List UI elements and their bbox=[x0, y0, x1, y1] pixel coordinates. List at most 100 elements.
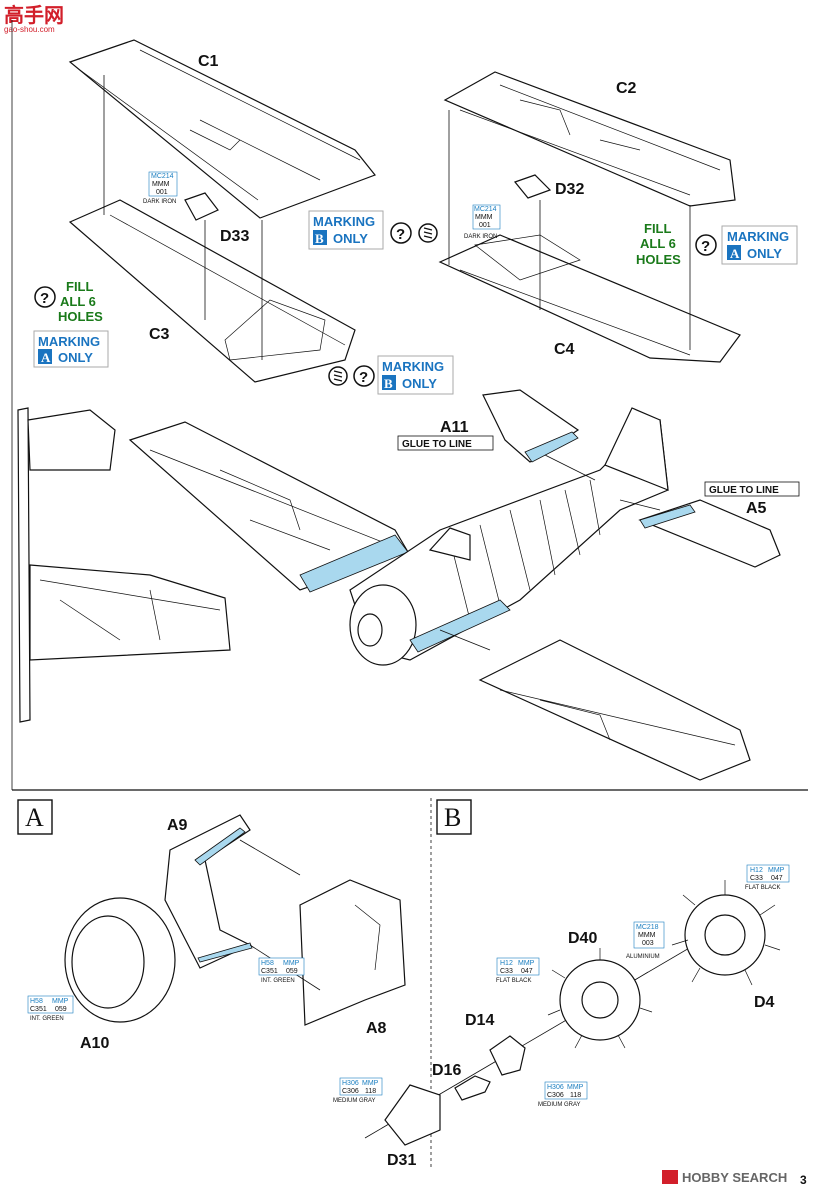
label-d4: D4 bbox=[754, 994, 775, 1011]
drill-icons-top-center: ? bbox=[390, 222, 438, 244]
callout-gunze: C351 bbox=[261, 968, 278, 975]
side-view-tail bbox=[27, 409, 116, 471]
label-d32: D32 bbox=[555, 181, 584, 198]
marking-text: MARKING bbox=[38, 334, 100, 349]
only-text: ONLY bbox=[402, 376, 437, 391]
label-d16: D16 bbox=[432, 1062, 461, 1079]
callout-number: 001 bbox=[156, 189, 168, 196]
guide-line bbox=[619, 499, 661, 511]
part-a10-inner bbox=[71, 915, 145, 1009]
fill-line2: ALL 6 bbox=[60, 294, 96, 309]
callout-brand: MMM bbox=[152, 181, 170, 188]
part-d4-hub bbox=[704, 914, 746, 956]
section-a-box bbox=[17, 799, 53, 835]
color-callout-medium-gray-1: H306 MMP C306 118 MEDIUM GRAY bbox=[538, 1081, 588, 1108]
part-a8-shape bbox=[299, 879, 406, 1026]
label-a9: A9 bbox=[167, 817, 188, 834]
cockpit-canopy bbox=[428, 527, 471, 561]
part-a8-detail bbox=[354, 904, 381, 971]
callout-number: 118 bbox=[570, 1092, 581, 1099]
marking-b-badge-mid: ? MARKING B ONLY bbox=[328, 355, 454, 395]
color-callout-aluminium: MC218 MMM 003 ALUMINIUM bbox=[626, 921, 665, 960]
callout-brand: MMP bbox=[52, 998, 69, 1005]
callout-brand: MMP bbox=[518, 960, 535, 967]
color-callout-flat-black-1: H12 MMP C33 047 FLAT BLACK bbox=[745, 864, 790, 891]
label-c4: C4 bbox=[554, 341, 575, 358]
label-a8: A8 bbox=[366, 1020, 387, 1037]
callout-name: ALUMINIUM bbox=[626, 954, 660, 960]
part-c2-detail bbox=[459, 84, 721, 196]
marking-letter: B bbox=[384, 376, 393, 391]
side-view-detail bbox=[39, 579, 221, 641]
label-d40: D40 bbox=[568, 930, 597, 947]
main-left-wing bbox=[128, 421, 409, 591]
question-mark: ? bbox=[396, 226, 405, 243]
question-icon bbox=[34, 286, 56, 308]
guide-line bbox=[239, 839, 301, 876]
label-c3: C3 bbox=[149, 326, 170, 343]
callout-gunze: C33 bbox=[750, 875, 763, 882]
tail-fin bbox=[604, 407, 669, 491]
fill-holes-note-left: ? FILL ALL 6 HOLES bbox=[34, 279, 103, 324]
fuselage-frames bbox=[449, 479, 601, 621]
watermark-top-text: 高手网 bbox=[4, 3, 64, 27]
color-callout-flat-black-2: H12 MMP C33 047 FLAT BLACK bbox=[496, 957, 540, 984]
label-c1: C1 bbox=[198, 53, 219, 70]
question-icon bbox=[695, 234, 717, 256]
label-a11: A11 bbox=[440, 419, 469, 436]
label-d14: D14 bbox=[465, 1012, 494, 1029]
callout-code: H306 bbox=[342, 1080, 359, 1087]
callout-name: FLAT BLACK bbox=[745, 885, 780, 891]
question-mark: ? bbox=[40, 290, 49, 307]
callout-code: H58 bbox=[261, 960, 274, 967]
question-icon bbox=[390, 222, 412, 244]
section-b-engine: B D4 D40 D14 D16 D31 H12 MMP C33 047 FLA… bbox=[333, 799, 790, 1169]
part-d4-cylinders bbox=[671, 880, 781, 986]
part-a9-shape bbox=[164, 814, 252, 969]
section-b-letter: B bbox=[444, 803, 461, 832]
callout-code: H12 bbox=[750, 867, 763, 874]
fill-line3: HOLES bbox=[636, 252, 681, 267]
callout-brand: MMM bbox=[475, 214, 493, 221]
fill-holes-note-right: FILL ALL 6 HOLES ? bbox=[636, 221, 717, 267]
page-number: 3 bbox=[800, 1173, 807, 1187]
marking-text: MARKING bbox=[382, 359, 444, 374]
part-c3-detail bbox=[109, 214, 346, 361]
color-callout-int-green-2: H58 MMP C351 059 INT. GREEN bbox=[27, 995, 74, 1022]
part-c1-detail bbox=[79, 49, 361, 201]
callout-number: 003 bbox=[642, 940, 654, 947]
glue-to-line-note-a5: GLUE TO LINE bbox=[704, 481, 800, 497]
label-c2: C2 bbox=[616, 80, 637, 97]
section-a-letter: A bbox=[25, 803, 44, 832]
guide-line bbox=[544, 454, 596, 481]
watermark-bottom-text: HOBBY SEARCH bbox=[682, 1170, 787, 1185]
watermark-top: 高手网 gao-shou.com bbox=[4, 3, 64, 34]
callout-gunze: C33 bbox=[500, 968, 513, 975]
callout-code: H58 bbox=[30, 998, 43, 1005]
marking-letter-box bbox=[313, 230, 327, 245]
hobby-search-logo-icon bbox=[662, 1170, 678, 1184]
marking-letter: A bbox=[41, 350, 51, 365]
callout-brand: MMM bbox=[638, 932, 656, 939]
marking-letter-box bbox=[382, 375, 396, 390]
side-view-fuselage bbox=[17, 407, 31, 723]
side-view-wing bbox=[29, 564, 231, 661]
callout-name: DARK IRON bbox=[464, 234, 497, 240]
callout-gunze: C306 bbox=[342, 1088, 359, 1095]
marking-letter: A bbox=[730, 246, 740, 261]
label-d33: D33 bbox=[220, 228, 249, 245]
fill-line3: HOLES bbox=[58, 309, 103, 324]
marking-text: MARKING bbox=[313, 214, 375, 229]
only-text: ONLY bbox=[747, 246, 782, 261]
marking-letter-box bbox=[727, 245, 741, 260]
callout-code: H12 bbox=[500, 960, 513, 967]
glue-area-a9-bottom bbox=[197, 942, 253, 963]
glue-area-fuselage bbox=[409, 599, 511, 653]
main-left-wing-detail bbox=[149, 449, 391, 551]
color-callout-dark-iron: MC214 MMM 001 DARK IRON bbox=[143, 171, 178, 205]
callout-brand: MMP bbox=[362, 1080, 379, 1087]
callout-code: H306 bbox=[547, 1084, 564, 1091]
part-d33-shape bbox=[184, 192, 219, 221]
step-main-assembly: A11 GLUE TO LINE A5 GLUE TO LINE bbox=[17, 389, 800, 781]
